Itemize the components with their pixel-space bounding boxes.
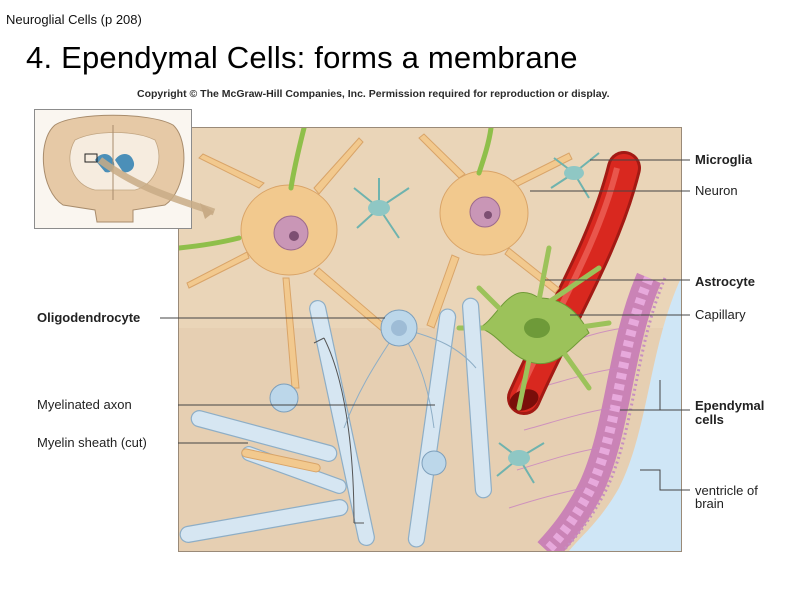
- neuron-cells: [186, 133, 573, 389]
- label-ependymal-line1: Ependymal: [695, 398, 765, 413]
- label-ventricle-line2: brain: [695, 496, 724, 511]
- label-myelinated-axon: Myelinated axon: [37, 397, 132, 412]
- label-ependymal-line2: cells: [695, 412, 724, 427]
- myelinated-axons: [179, 297, 493, 548]
- label-astrocyte: Astrocyte: [695, 274, 755, 289]
- label-microglia: Microglia: [695, 152, 753, 167]
- label-oligodendrocyte: Oligodendrocyte: [37, 310, 141, 325]
- label-capillary: Capillary: [695, 307, 746, 322]
- brain-section-inset: [34, 109, 192, 229]
- brain-section-art: [42, 114, 185, 223]
- label-neuron: Neuron: [695, 183, 738, 198]
- label-ventricle-line1: ventricle of: [695, 483, 758, 498]
- copyright-notice: Copyright © The McGraw-Hill Companies, I…: [137, 88, 610, 100]
- slide-caption: Neuroglial Cells (p 208): [6, 12, 142, 27]
- illustration-art: [179, 128, 681, 551]
- microglia-cells: [353, 152, 600, 484]
- neuroglia-illustration: [178, 127, 682, 552]
- label-myelin-sheath: Myelin sheath (cut): [37, 435, 147, 450]
- slide-title: 4. Ependymal Cells: forms a membrane: [26, 40, 578, 75]
- astrocyte-cell: [456, 245, 612, 411]
